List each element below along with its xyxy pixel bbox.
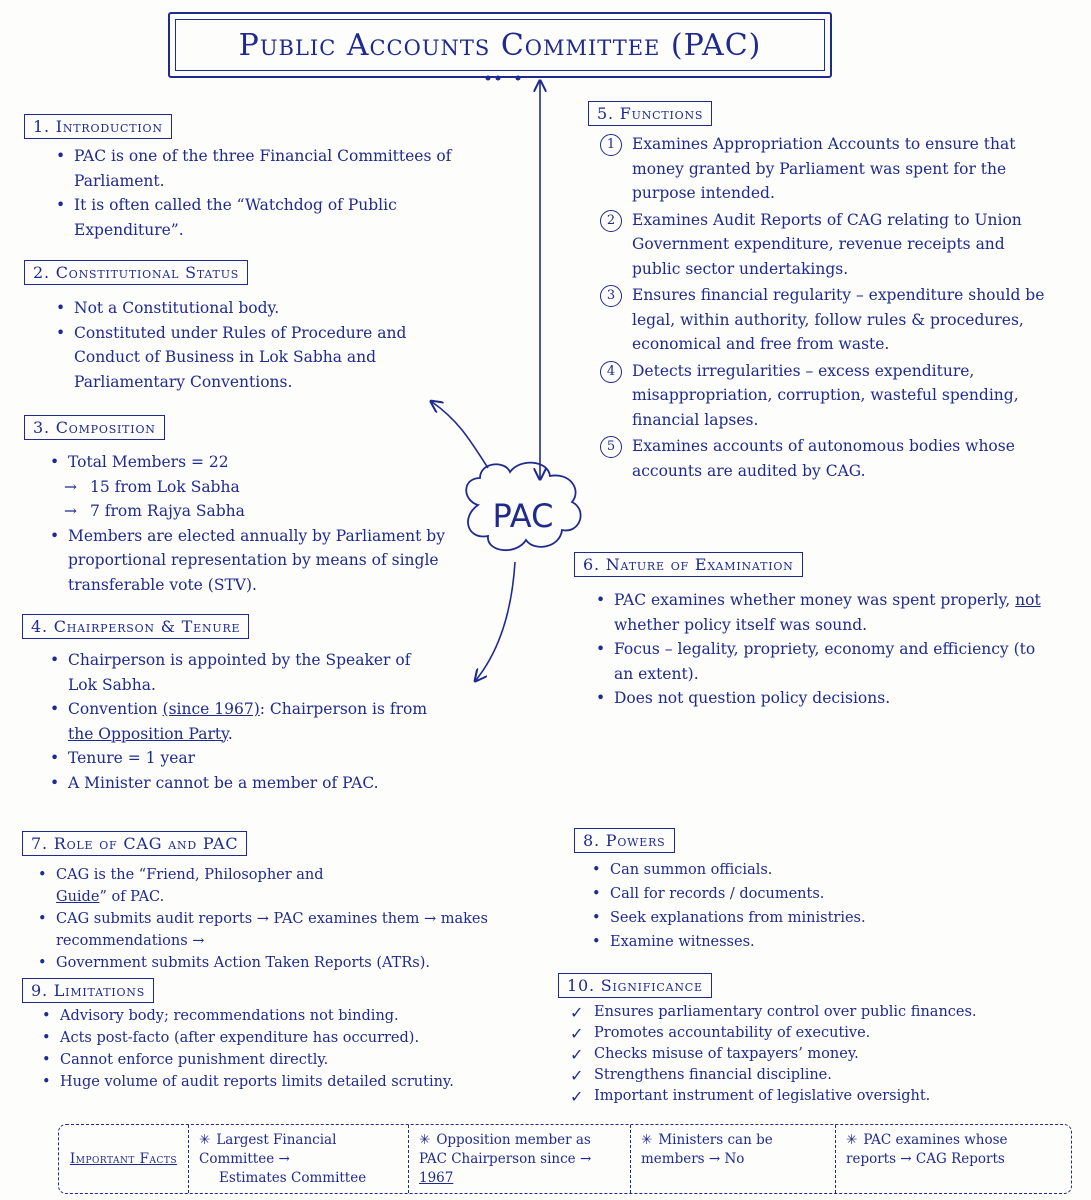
section-8-list: Can summon officials. Call for records /…: [588, 858, 1008, 954]
number-circle-icon: 5: [600, 436, 622, 458]
check-item: Strengthens financial discipline.: [566, 1065, 1066, 1086]
list-item: 1 Examines Appropriation Accounts to ensu…: [598, 132, 1058, 206]
period-text: .: [227, 724, 233, 743]
fact-2-text: Opposition member as PAC Chairperson sin…: [419, 1132, 592, 1167]
list-item: 2 Examines Audit Reports of CAG relating …: [598, 208, 1058, 282]
important-facts-box: Important Facts ✳Largest Financial Commi…: [58, 1124, 1072, 1194]
check-item: Ensures parliamentary control over publi…: [566, 1002, 1066, 1023]
number-circle-icon: 4: [600, 360, 622, 383]
opposition-party-text: the Opposition Party: [68, 724, 228, 743]
list-item: Convention (since 1967): Chairperson is …: [46, 697, 436, 746]
section-1-list: PAC is one of the three Financial Commit…: [52, 144, 452, 242]
list-item: Chairperson is appointed by the Speaker …: [46, 648, 436, 697]
pac-center-label: PAC: [492, 497, 554, 535]
fact-1-answer: Estimates Committee: [219, 1170, 367, 1186]
list-item: Advisory body; recommendations not bindi…: [38, 1005, 508, 1027]
check-item: Promotes accountability of executive.: [566, 1023, 1066, 1044]
star-icon: ✳: [199, 1132, 211, 1148]
list-item: PAC is one of the three Financial Commit…: [52, 144, 452, 193]
fact-4-text: PAC examines whose reports → CAG Reports: [846, 1132, 1008, 1167]
section-5-header: 5. Functions: [588, 101, 713, 126]
list-sub-item: 15 from Lok Sabha: [46, 475, 476, 500]
list-item: CAG is the “Friend, Philosopher andGuide…: [34, 864, 504, 908]
list-item: 3 Ensures financial regularity – expendit…: [598, 283, 1058, 357]
list-item: Total Members = 22: [46, 450, 476, 475]
list-item: Focus – legality, propriety, economy and…: [592, 637, 1042, 686]
list-item: Examine witnesses.: [588, 930, 1008, 954]
list-item: Tenure = 1 year: [46, 746, 436, 771]
list-item: Acts post-facto (after expenditure has o…: [38, 1027, 508, 1049]
list-item: Constituted under Rules of Procedure and…: [52, 321, 477, 395]
section-5-list: 1 Examines Appropriation Accounts to ensu…: [598, 132, 1058, 485]
policy-text: whether policy itself was sound.: [614, 615, 868, 634]
number-circle-icon: 2: [600, 209, 622, 232]
section-9-list: Advisory body; recommendations not bindi…: [38, 1005, 508, 1093]
function-text: Detects irregularities – excess expendit…: [632, 361, 1019, 429]
section-6-list: PAC examines whether money was spent pro…: [592, 588, 1042, 711]
list-item: It is often called the “Watchdog of Publ…: [52, 193, 452, 242]
list-item: Can summon officials.: [588, 858, 1008, 882]
fact-1-text: Largest Financial Committee →: [199, 1132, 337, 1167]
function-text: Examines accounts of autonomous bodies w…: [632, 437, 1015, 480]
examines-text: PAC examines whether money was spent pro…: [614, 591, 1011, 609]
convention-text: Convention: [68, 700, 158, 718]
list-item: Cannot enforce punishment directly.: [38, 1049, 508, 1071]
fact-ministers: ✳Ministers can be members → No: [631, 1125, 836, 1193]
fact-largest-committee: ✳Largest Financial Committee → Estimates…: [189, 1125, 409, 1193]
list-item: Members are elected annually by Parliame…: [46, 524, 476, 598]
section-2-header: 2. Constitutional Status: [24, 260, 249, 285]
fact-2-answer: 1967: [419, 1170, 454, 1186]
cag-text: CAG is the “Friend, Philosopher and: [56, 867, 324, 883]
section-4-list: Chairperson is appointed by the Speaker …: [46, 648, 436, 795]
section-3-list: Total Members = 22 15 from Lok Sabha 7 f…: [46, 450, 476, 597]
guide-text: Guide: [56, 889, 100, 905]
chairperson-text: : Chairperson is from: [259, 700, 428, 718]
section-2-list: Not a Constitutional body. Constituted u…: [52, 296, 477, 394]
important-facts-label: Important Facts: [59, 1125, 189, 1193]
section-8-header: 8. Powers: [574, 828, 675, 853]
function-text: Ensures financial regularity – expenditu…: [632, 286, 1045, 353]
section-4-header: 4. Chairperson & Tenure: [22, 614, 250, 639]
section-9-header: 9. Limitations: [22, 978, 155, 1003]
section-6-header: 6. Nature of Examination: [574, 552, 803, 577]
section-7-list: CAG is the “Friend, Philosopher andGuide…: [34, 864, 504, 974]
number-circle-icon: 3: [600, 285, 622, 307]
function-text: Examines Audit Reports of CAG relating t…: [632, 210, 1022, 278]
section-3-header: 3. Composition: [24, 415, 165, 440]
list-item: Huge volume of audit reports limits deta…: [38, 1071, 508, 1093]
number-circle-icon: 1: [600, 134, 622, 156]
page-title-text: Public Accounts Committee (PAC): [238, 27, 762, 63]
important-facts-label-text: Important Facts: [69, 1150, 178, 1167]
section-7-header: 7. Role of CAG and PAC: [22, 831, 248, 856]
fact-pac-reports: ✳PAC examines whose reports → CAG Report…: [836, 1125, 1068, 1193]
list-item: Does not question policy decisions.: [592, 686, 1042, 711]
list-item: Call for records / documents.: [588, 882, 1008, 906]
list-item: Seek explanations from ministries.: [588, 906, 1008, 930]
not-text: not: [1015, 591, 1041, 609]
section-1-header: 1. Introduction: [24, 114, 172, 139]
fact-opposition-chair: ✳Opposition member as PAC Chairperson si…: [409, 1125, 631, 1193]
star-icon: ✳: [641, 1132, 653, 1148]
function-text: Examines Appropriation Accounts to ensur…: [632, 135, 1016, 202]
check-item: Important instrument of legislative over…: [566, 1086, 1066, 1107]
star-icon: ✳: [846, 1132, 858, 1148]
list-item: Not a Constitutional body.: [52, 296, 477, 321]
section-10-header: 10. Significance: [558, 973, 712, 998]
since-1967-text: (since 1967): [162, 700, 260, 718]
list-item: CAG submits audit reports → PAC examines…: [34, 908, 504, 952]
fact-3-text: Ministers can be members → No: [641, 1132, 773, 1167]
list-item: PAC examines whether money was spent pro…: [592, 588, 1042, 637]
check-item: Checks misuse of taxpayers’ money.: [566, 1044, 1066, 1065]
list-item: Government submits Action Taken Reports …: [34, 952, 504, 974]
of-pac-text: ” of PAC.: [99, 889, 165, 905]
list-item: 4 Detects irregularities – excess expendi…: [598, 359, 1058, 433]
section-10-list: Ensures parliamentary control over publi…: [566, 1002, 1066, 1107]
pac-center-node: PAC: [462, 475, 584, 557]
list-item: 5 Examines accounts of autonomous bodies …: [598, 434, 1058, 483]
star-icon: ✳: [419, 1132, 431, 1148]
list-item: A Minister cannot be a member of PAC.: [46, 771, 436, 796]
list-sub-item: 7 from Rajya Sabha: [46, 499, 476, 524]
